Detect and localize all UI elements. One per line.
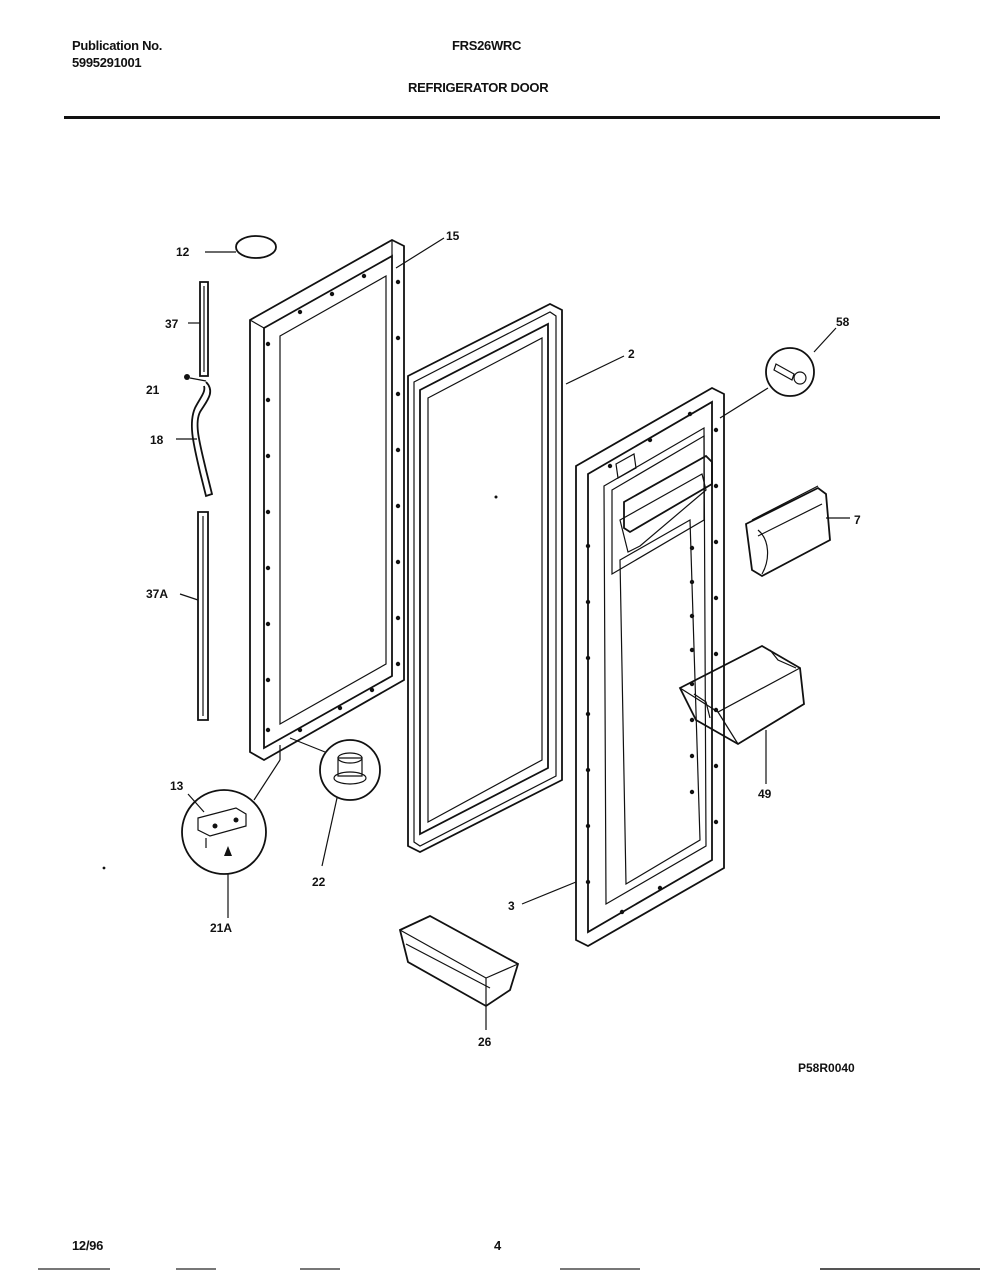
section-title: REFRIGERATOR DOOR <box>408 80 549 95</box>
part-2-gasket <box>407 302 625 854</box>
label-part-37: 37 <box>165 317 179 331</box>
footer-date: 12/96 <box>72 1238 104 1253</box>
part-21-18-hinge <box>176 374 214 498</box>
part-13-hinge-bracket <box>181 745 281 918</box>
publication-number: 5995291001 <box>72 55 142 70</box>
part-37-strip <box>188 281 209 377</box>
label-part-15: 15 <box>446 229 460 243</box>
part-26-bottom-bin <box>398 914 520 1030</box>
label-part-7: 7 <box>854 513 861 527</box>
part-12-cap <box>205 235 277 259</box>
part-58-screw <box>719 327 837 419</box>
label-part-49: 49 <box>758 787 772 801</box>
label-part-26: 26 <box>478 1035 492 1049</box>
label-part-18: 18 <box>150 433 164 447</box>
label-part-21A: 21A <box>210 921 232 935</box>
part-7-dairy-door <box>745 485 850 578</box>
label-part-58: 58 <box>836 315 850 329</box>
part-49-door-bin <box>678 644 805 784</box>
label-part-3: 3 <box>508 899 515 913</box>
publication-label: Publication No. <box>72 38 163 53</box>
footer-rules <box>38 1268 980 1270</box>
header-rule <box>64 116 940 119</box>
drawing-code: P58R0040 <box>798 1061 855 1075</box>
label-part-13: 13 <box>170 779 184 793</box>
part-22-bushing <box>289 737 381 867</box>
label-part-22: 22 <box>312 875 326 889</box>
model-number: FRS26WRC <box>452 38 522 53</box>
label-part-12: 12 <box>176 245 190 259</box>
label-part-2: 2 <box>628 347 635 361</box>
label-part-21: 21 <box>146 383 160 397</box>
part-15-door-frame <box>249 237 445 762</box>
footer-page-number: 4 <box>494 1238 501 1253</box>
label-part-37A: 37A <box>146 587 168 601</box>
part-3-door-liner <box>521 386 725 948</box>
part-37A-strip <box>179 511 209 721</box>
